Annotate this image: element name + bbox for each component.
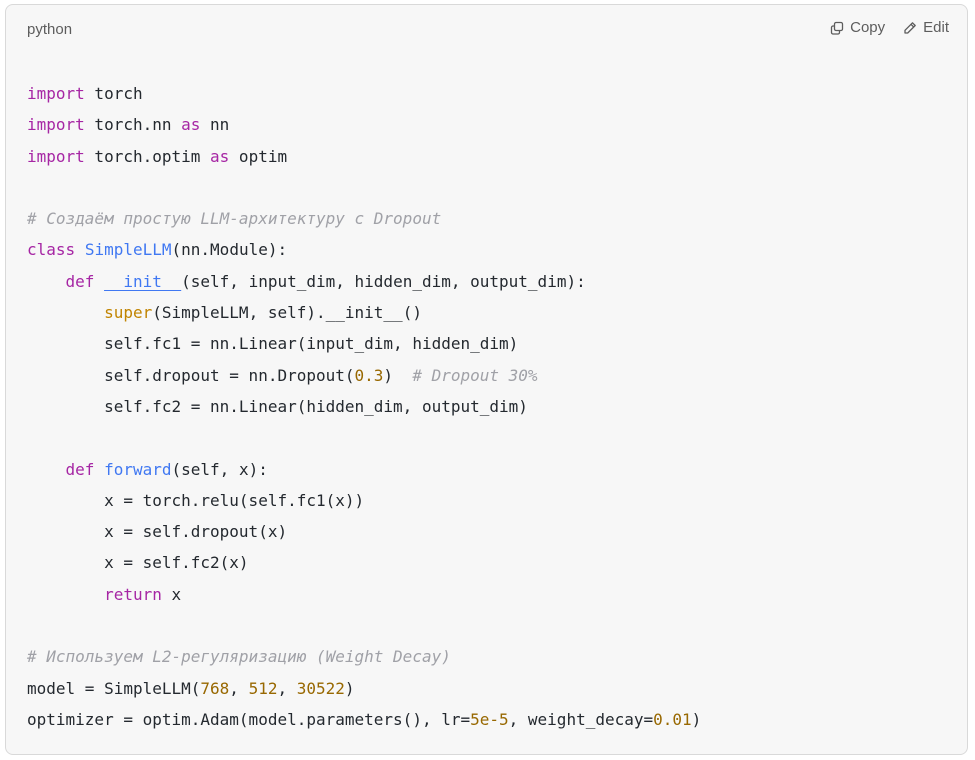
- code-text: nn: [200, 115, 230, 135]
- code-keyword: return: [104, 584, 162, 604]
- code-text: torch.optim: [84, 146, 211, 166]
- code-line: x = self.fc2(x): [27, 547, 701, 578]
- code-line: def forward(self, x):: [27, 454, 701, 485]
- code-line: import torch.nn as nn: [27, 109, 701, 140]
- code-function-name: forward: [104, 459, 172, 479]
- code-keyword: import: [27, 84, 85, 103]
- pencil-icon: [903, 21, 917, 35]
- code-comment: # Используем L2-регуляризацию (Weight De…: [27, 647, 451, 667]
- code-text: x = torch.relu(self.fc1(x)): [27, 490, 365, 510]
- edit-button[interactable]: Edit: [903, 19, 949, 36]
- code-text: x = self.dropout(x): [27, 522, 288, 542]
- code-line: import torch: [27, 78, 701, 109]
- code-line: model = SimpleLLM(768, 512, 30522): [27, 673, 701, 704]
- code-actions: Copy Edit: [830, 19, 949, 36]
- code-text: ): [383, 365, 413, 385]
- code-keyword: import: [27, 115, 85, 135]
- code-text: [94, 272, 104, 291]
- code-function-name: SimpleLLM: [84, 240, 172, 260]
- code-text: torch.nn: [84, 115, 182, 135]
- code-number: 768: [200, 678, 230, 698]
- code-line: [27, 610, 701, 641]
- code-text: , weight_decay=: [508, 709, 654, 729]
- code-text: ): [691, 709, 702, 729]
- code-text: [27, 585, 104, 604]
- code-text: (nn.Module):: [171, 240, 288, 260]
- code-line: class SimpleLLM(nn.Module):: [27, 234, 701, 265]
- code-number: 512: [248, 678, 278, 698]
- copy-button[interactable]: Copy: [830, 19, 885, 36]
- copy-label: Copy: [850, 19, 886, 36]
- code-text: self.fc1 = nn.Linear(input_dim, hidden_d…: [27, 334, 519, 354]
- code-line: # Используем L2-регуляризацию (Weight De…: [27, 641, 701, 672]
- code-number: 0.3: [354, 365, 384, 385]
- copy-icon: [830, 21, 844, 35]
- code-line: # Создаём простую LLM-архитектуру с Drop…: [27, 203, 701, 234]
- code-line: self.fc1 = nn.Linear(input_dim, hidden_d…: [27, 328, 701, 359]
- code-text: optimizer = optim.Adam(model.parameters(…: [27, 709, 471, 729]
- code-text: optim: [229, 146, 288, 166]
- code-block-header: python Copy Edit: [6, 5, 967, 59]
- code-keyword: def: [65, 271, 95, 291]
- code-line: x = self.dropout(x): [27, 516, 701, 547]
- code-text: [27, 460, 66, 479]
- code-keyword: class: [27, 240, 76, 260]
- code-line: self.fc2 = nn.Linear(hidden_dim, output_…: [27, 391, 701, 422]
- code-number: 5e-5: [470, 709, 509, 729]
- code-block: python Copy Edit: [5, 4, 968, 755]
- code-text: [75, 240, 85, 259]
- code-number: 0.01: [653, 709, 692, 729]
- code-comment: # Создаём простую LLM-архитектуру с Drop…: [27, 209, 442, 229]
- code-dunder-method: __init__: [104, 271, 182, 291]
- code-keyword: import: [27, 146, 85, 166]
- code-line: [27, 172, 701, 203]
- code-text: ): [344, 678, 355, 698]
- code-text: self.dropout = nn.Dropout(: [27, 365, 355, 385]
- code-text: model = SimpleLLM(: [27, 678, 201, 698]
- code-line: def __init__(self, input_dim, hidden_dim…: [27, 266, 701, 297]
- code-comment: # Dropout 30%: [412, 365, 538, 385]
- code-text: (self, x):: [171, 459, 268, 479]
- code-keyword: def: [65, 459, 95, 479]
- code-line: import torch.optim as optim: [27, 141, 701, 172]
- code-text: x: [161, 584, 182, 604]
- code-text: [27, 272, 66, 291]
- code-keyword: as: [210, 146, 230, 166]
- language-label: python: [27, 21, 73, 38]
- code-number: 30522: [296, 678, 345, 698]
- code-line: [27, 422, 701, 453]
- code-text: x = self.fc2(x): [27, 553, 249, 573]
- code-text: torch: [84, 84, 143, 103]
- code-line: self.dropout = nn.Dropout(0.3) # Dropout…: [27, 360, 701, 391]
- edit-label: Edit: [923, 19, 949, 36]
- code-line: super(SimpleLLM, self).__init__(): [27, 297, 701, 328]
- code-builtin: super: [104, 303, 153, 323]
- code-text: (self, input_dim, hidden_dim, output_dim…: [181, 271, 586, 291]
- code-keyword: as: [181, 115, 201, 135]
- code-text: ,: [229, 678, 249, 698]
- code-text: [94, 460, 104, 479]
- code-line: return x: [27, 579, 701, 610]
- code-text: ,: [277, 678, 297, 698]
- code-line: optimizer = optim.Adam(model.parameters(…: [27, 704, 701, 735]
- code-text: [27, 303, 104, 322]
- code-text: (SimpleLLM, self).__init__(): [152, 303, 422, 323]
- code-line: x = torch.relu(self.fc1(x)): [27, 485, 701, 516]
- code-text: self.fc2 = nn.Linear(hidden_dim, output_…: [27, 396, 528, 416]
